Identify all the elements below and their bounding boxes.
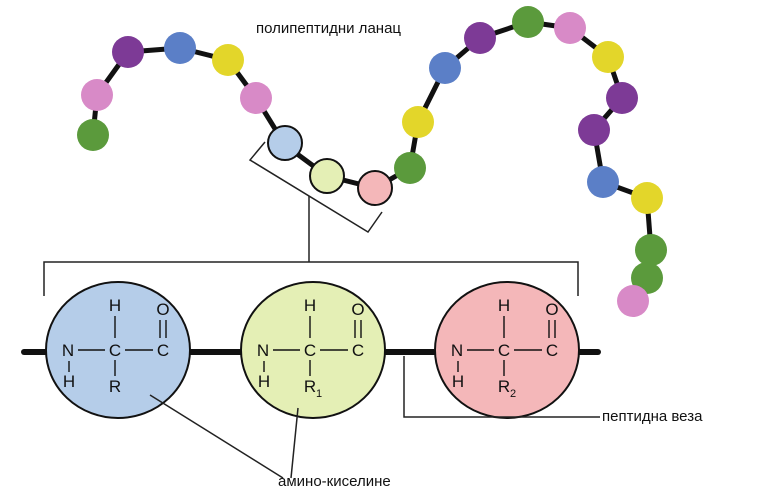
- chain-bead: [81, 79, 113, 111]
- alpha-carbon: C: [498, 341, 510, 360]
- amino-acid-pointer-2: [290, 407, 299, 479]
- zoom-bead-blue: [267, 125, 303, 161]
- r-group: R: [304, 377, 316, 396]
- peptide-bond-pointer: [403, 356, 600, 418]
- amino-acid-pointer-1: [149, 394, 284, 479]
- amino-acid-1-circle: [45, 281, 191, 419]
- chain-bead: [212, 44, 244, 76]
- amino-acid-3-circle: [434, 281, 580, 419]
- carbonyl-oxygen: O: [156, 300, 169, 319]
- chain-bead: [512, 6, 544, 38]
- chain-bead: [77, 119, 109, 151]
- chain-bead: [606, 82, 638, 114]
- chain-bead: [631, 182, 663, 214]
- zoom-bracket-large: [43, 261, 579, 296]
- r-group-subscript: 2: [510, 388, 516, 400]
- zoom-bead-pink: [357, 170, 393, 206]
- r-group: R: [109, 377, 121, 396]
- peptide-bond-label: пептидна веза: [602, 408, 703, 425]
- chain-bead: [429, 52, 461, 84]
- carbonyl-carbon: C: [546, 341, 558, 360]
- amino-acids-label: амино-киселине: [278, 473, 391, 490]
- chain-bead: [617, 285, 649, 317]
- chain-bead: [112, 36, 144, 68]
- alpha-hydrogen: H: [109, 296, 121, 315]
- chain-bead: [554, 12, 586, 44]
- alpha-hydrogen: H: [304, 296, 316, 315]
- alpha-carbon: C: [109, 341, 121, 360]
- chain-bead: [631, 262, 663, 294]
- chain-bead: [394, 152, 426, 184]
- amine-hydrogen: H: [258, 372, 270, 391]
- nitrogen-atom: N: [257, 341, 269, 360]
- nitrogen-atom: N: [62, 341, 74, 360]
- chain-bead: [164, 32, 196, 64]
- chain-bead: [464, 22, 496, 54]
- carbonyl-oxygen: O: [351, 300, 364, 319]
- carbonyl-carbon: C: [157, 341, 169, 360]
- r-group: R: [498, 377, 510, 396]
- chain-bead: [402, 106, 434, 138]
- amine-hydrogen: H: [452, 372, 464, 391]
- alpha-carbon: C: [304, 341, 316, 360]
- chain-bead: [592, 41, 624, 73]
- chain-bead: [635, 234, 667, 266]
- chain-beads: [77, 6, 667, 317]
- amine-hydrogen: H: [63, 372, 75, 391]
- chain-backbone: [90, 19, 654, 304]
- nitrogen-atom: N: [451, 341, 463, 360]
- r-group-subscript: 1: [316, 388, 322, 400]
- chain-label: полипептидни ланац: [256, 20, 401, 37]
- chain-bead: [578, 114, 610, 146]
- chain-bead: [240, 82, 272, 114]
- alpha-hydrogen: H: [498, 296, 510, 315]
- chain-bead: [587, 166, 619, 198]
- amino-acid-2-circle: [240, 281, 386, 419]
- carbonyl-carbon: C: [352, 341, 364, 360]
- zoom-bead-green: [309, 158, 345, 194]
- carbonyl-oxygen: O: [545, 300, 558, 319]
